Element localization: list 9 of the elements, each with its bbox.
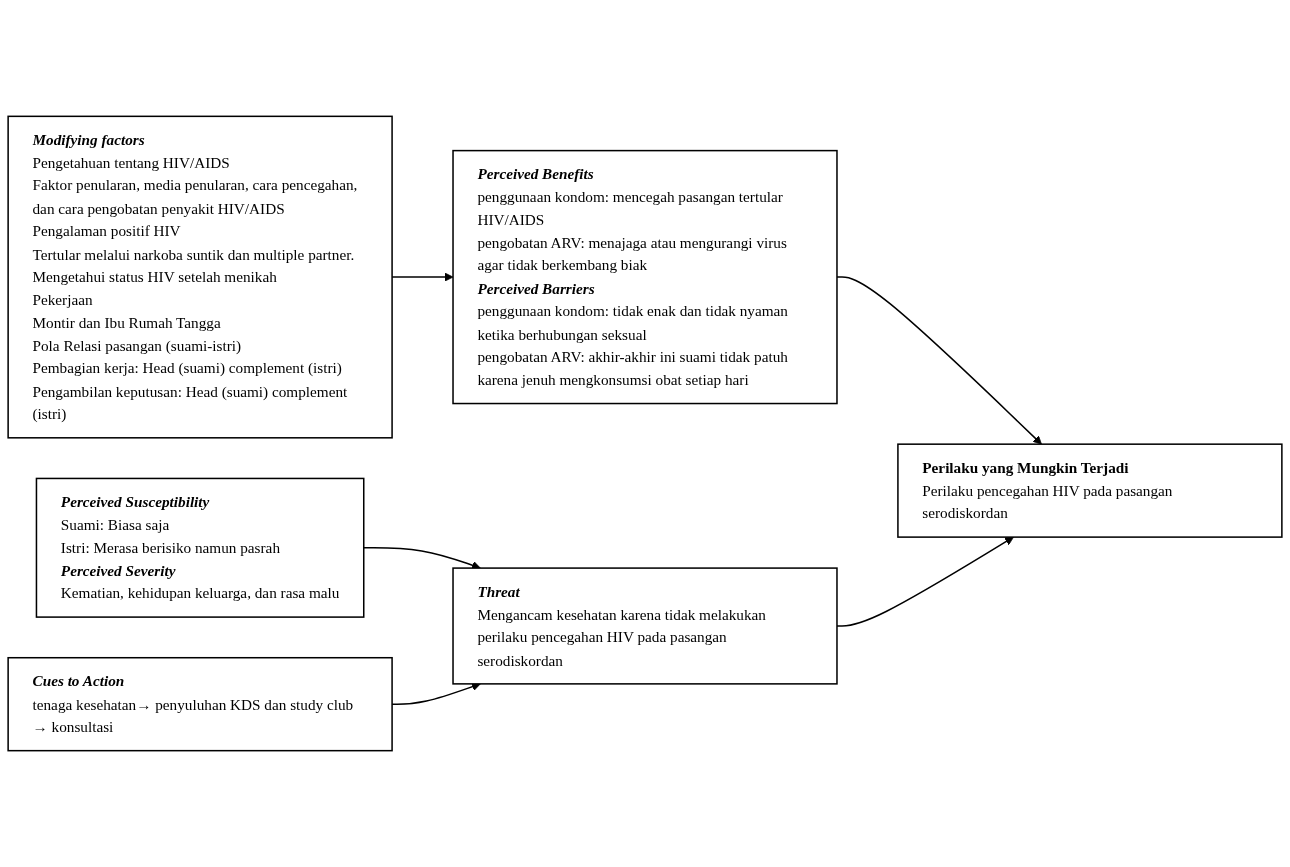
arrow — [363, 547, 481, 570]
node-box: Perilaku yang Mungkin Terjadi Perilaku pencegahan HIV pada pasangan serodiskordan — [897, 443, 1283, 538]
arrow — [836, 536, 1014, 627]
arrow — [836, 276, 1042, 445]
node-box: Modifying factors Pengetahuan tentang HIV/AIDS Faktor penularan, media penularan, cara pencegahan, dan cara pengobatan penyakit HIV/AIDS Pengalaman positif HIV Tertular melalui narkoba suntik dan multiple partner. Mengetahui status HIV setelah menikah Pekerjaan Montir dan Ibu Rumah Tangga Pola Relasi pasangan (suami-istri) Pembagian kerja: Head (suami) complement (istri) Pengambilan keputusan: Head (suami) complement (istri) — [7, 115, 393, 439]
node-box: Perceived Susceptibility Suami: Biasa saja Istri: Merasa berisiko namun pasrah Perceived Severity Kematian, kehidupan keluarga, dan rasa malu — [35, 477, 365, 618]
node-box: Perceived Benefits penggunaan kondom: mencegah pasangan tertular HIV/AIDS pengobatan ARV: menajaga atau mengurangi virus agar tidak berkembang biak Perceived Barriers penggunaan kondom: tidak enak dan tidak nyaman ketika berhubungan seksual pengobatan ARV: akhir-akhir ini suami tidak patuh karena jenuh mengkonsumsi obat setiap hari — [452, 149, 838, 405]
node-box: Cues to Action tenaga kesehatan→ penyuluhan KDS dan study club → konsultasi — [7, 656, 393, 752]
node-box: Threat Mengancam kesehatan karena tidak melakukan perilaku pencegahan HIV pada pasangan serodiskordan — [452, 567, 838, 685]
